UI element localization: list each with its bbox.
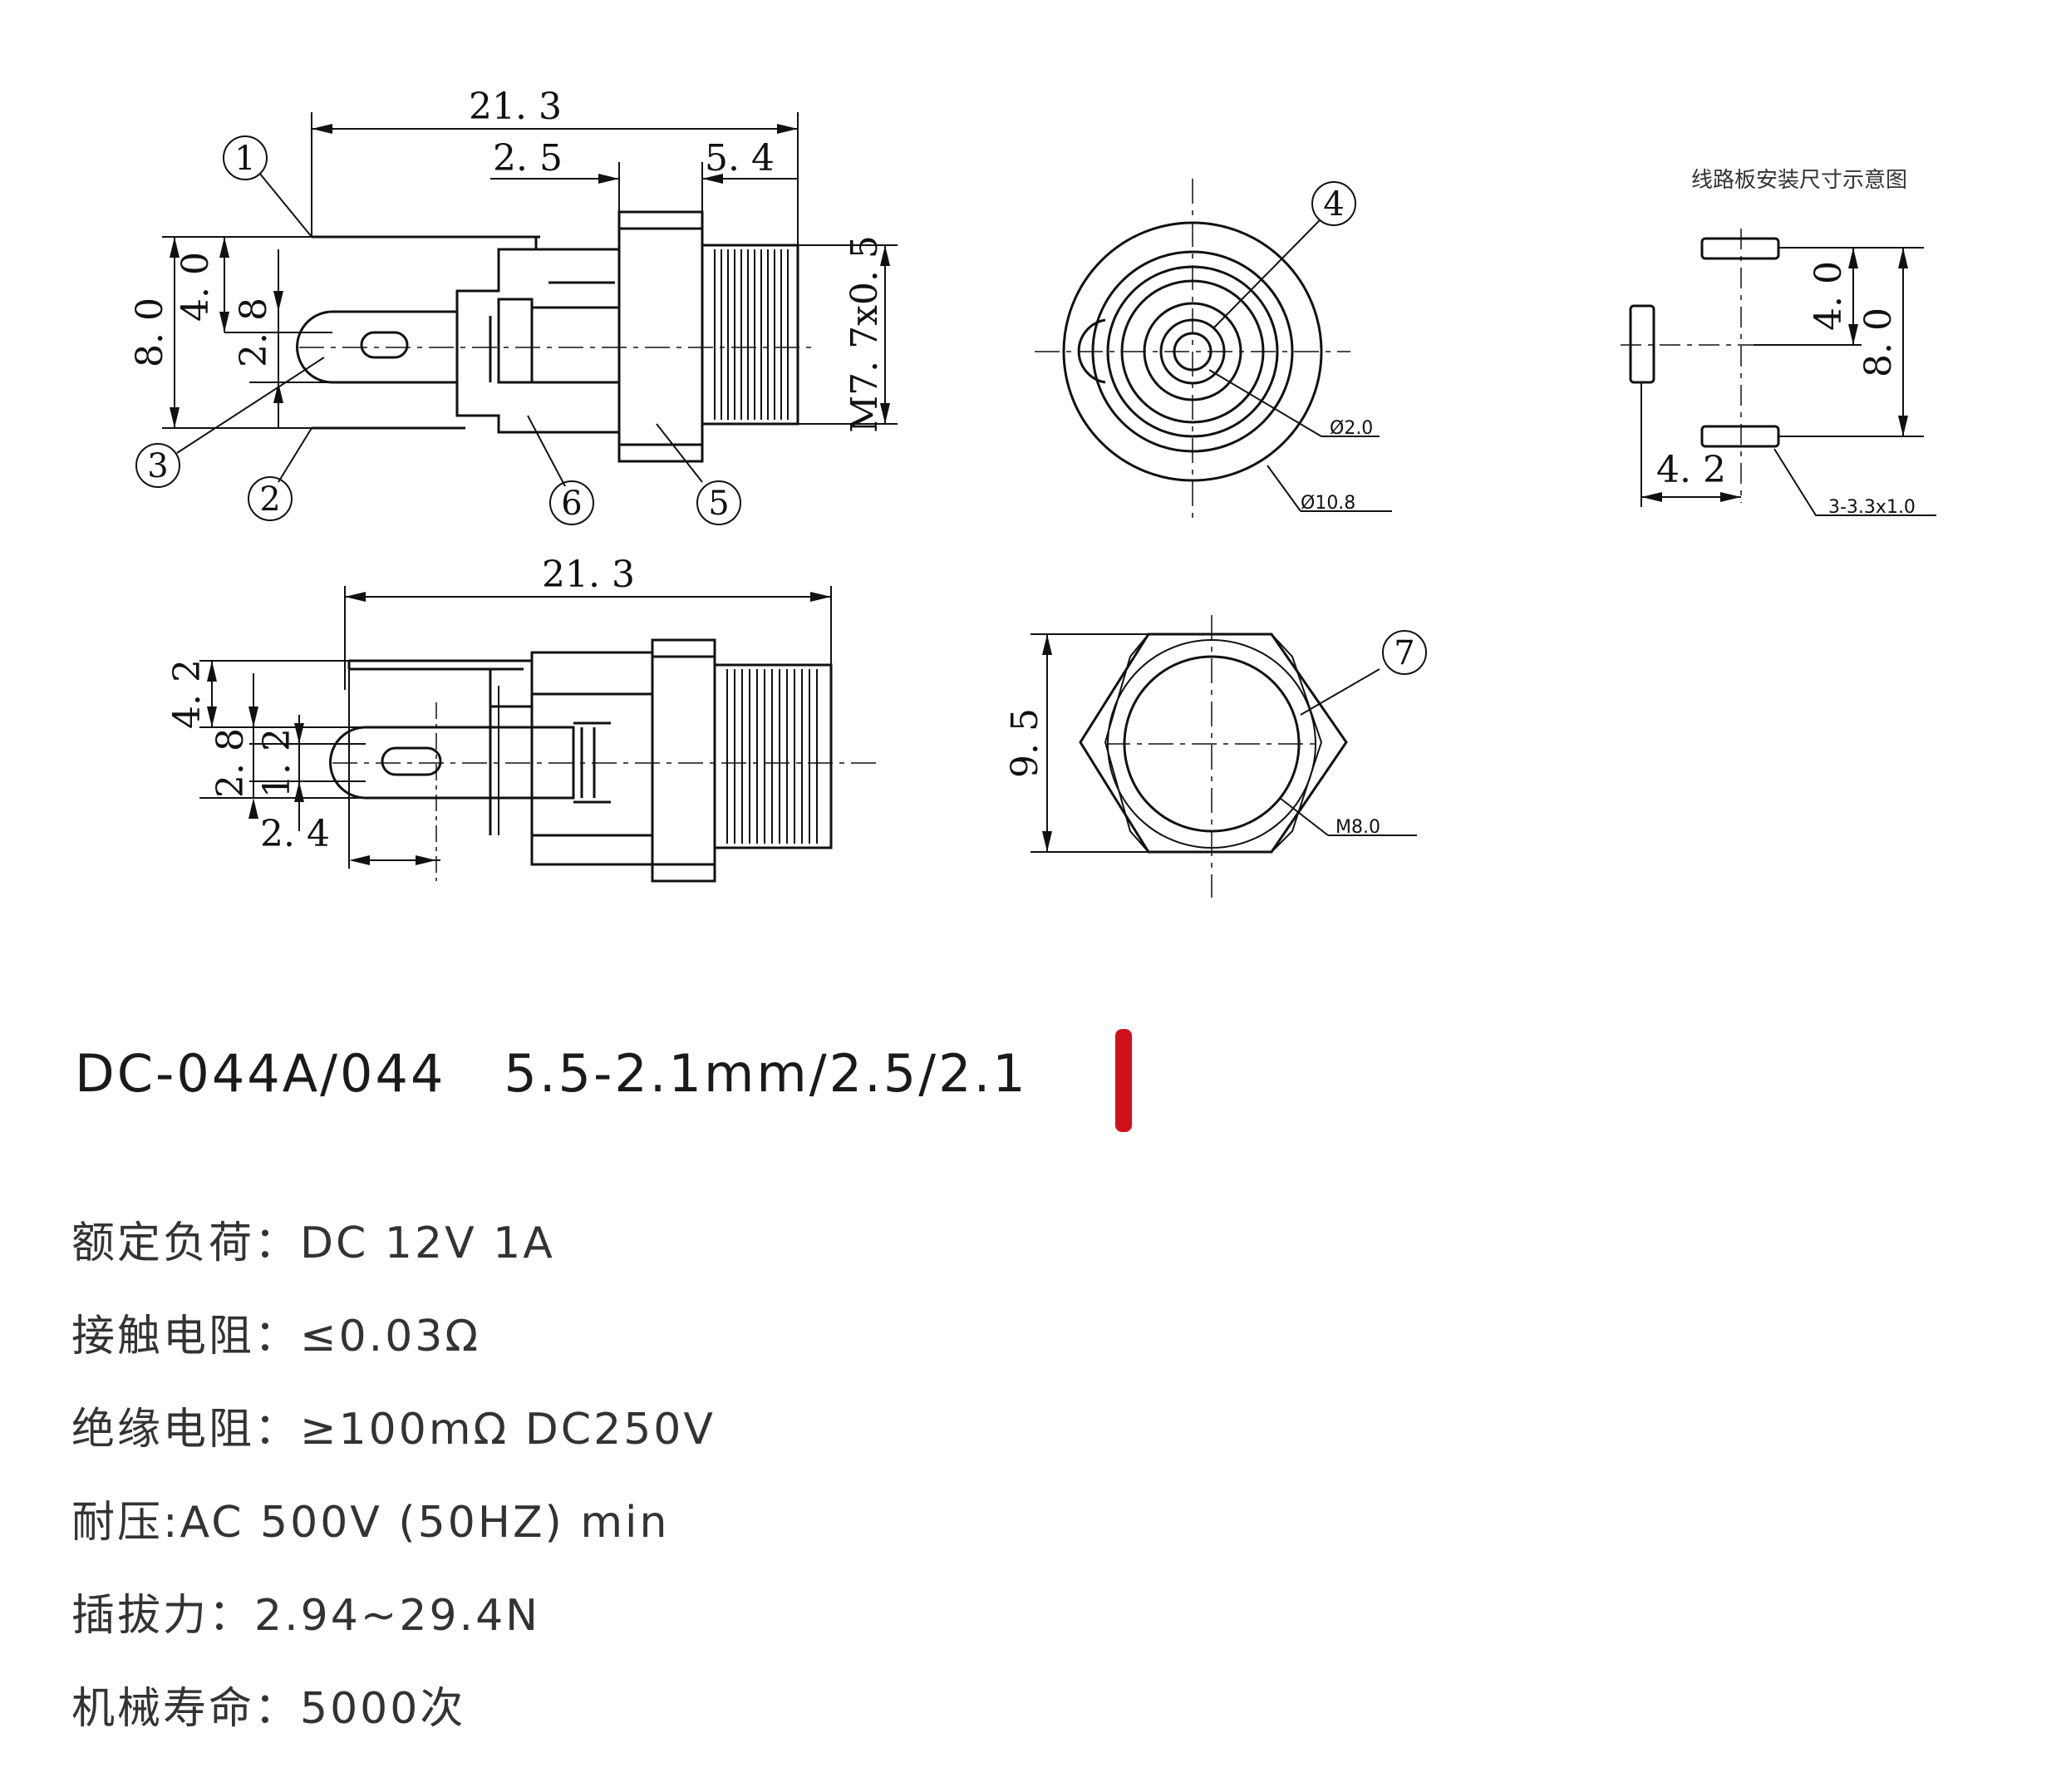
spec-label: 耐压:: [71, 1498, 180, 1548]
accent-bar: [1115, 1029, 1132, 1132]
spec-rated-load: 额定负荷：DC 12V 1A: [71, 1197, 716, 1290]
spec-withstand-voltage: 耐压:AC 500V (50HZ) min: [71, 1476, 716, 1569]
dim-thread: M7. 7x0. 5: [844, 235, 886, 433]
spec-value: ≤0.03Ω: [300, 1312, 481, 1361]
model-title: DC-044A/044 5.5-2.1mm/2.5/2.1: [75, 1043, 1028, 1104]
callout-4: 4: [1323, 185, 1344, 224]
side-view-bottom: [199, 586, 881, 883]
spec-value: 2.94~29.4N: [254, 1591, 541, 1641]
model-spec: 5.5-2.1mm/2.5/2.1: [504, 1043, 1028, 1104]
spec-value: ≥100mΩ DC250V: [300, 1405, 716, 1455]
callout-5: 5: [708, 485, 729, 523]
spec-insertion-force: 插拔力：2.94~29.4N: [71, 1569, 716, 1662]
dim-nut-width: 9. 5: [1004, 708, 1046, 778]
dim-thread-length: 5. 4: [705, 137, 775, 180]
spec-list: 额定负荷：DC 12V 1A 接触电阻：≤0.03Ω 绝缘电阻：≥100mΩ D…: [71, 1197, 716, 1755]
dim-flange: 2. 5: [493, 137, 563, 180]
callout-3: 3: [147, 447, 168, 485]
model-number: DC-044A/044: [75, 1043, 446, 1104]
pcb-offset: 4. 2: [1656, 449, 1726, 491]
nut-view: [1030, 615, 1427, 898]
dim-h1: 4. 2: [166, 659, 209, 729]
side-view-top: [135, 112, 898, 525]
dim-len: 2. 4: [260, 813, 330, 855]
pcb-layout: [1621, 229, 1936, 516]
spec-contact-resistance: 接触电阻：≤0.03Ω: [71, 1290, 716, 1383]
callout-2: 2: [259, 480, 280, 519]
dim-overall-length-top: 21. 3: [469, 86, 562, 128]
dim-overall-length-bottom: 21. 3: [542, 554, 635, 596]
pcb-pitch-large: 8. 0: [1857, 308, 1900, 377]
dim-pin-width: 2. 8: [233, 298, 275, 367]
callout-6: 6: [561, 485, 582, 523]
spec-label: 插拔力：: [71, 1591, 255, 1641]
dim-pin-diameter: Ø2.0: [1330, 418, 1373, 439]
spec-value: 5000次: [300, 1684, 466, 1734]
spec-value: DC 12V 1A: [300, 1218, 555, 1268]
pcb-pitch-small: 4. 0: [1808, 261, 1850, 331]
technical-drawing: 21. 3 2. 5 5. 4 4. 0 8. 0 2. 8 M7. 7x0. …: [129, 86, 1936, 898]
spec-insulation-resistance: 绝缘电阻：≥100mΩ DC250V: [71, 1383, 716, 1476]
dim-h2: 2. 8: [209, 728, 252, 798]
pcb-slot: 3-3.3x1.0: [1828, 497, 1916, 518]
callout-1: 1: [234, 140, 255, 178]
spec-label: 绝缘电阻：: [71, 1405, 301, 1455]
spec-label: 接触电阻：: [71, 1312, 301, 1361]
spec-value: AC 500V (50HZ) min: [180, 1498, 670, 1548]
dim-height: 8. 0: [129, 298, 171, 367]
spec-label: 机械寿命：: [71, 1684, 301, 1734]
dim-nut-thread: M8.0: [1335, 817, 1380, 838]
spec-label: 额定负荷：: [71, 1218, 301, 1268]
spec-mechanical-life: 机械寿命：5000次: [71, 1662, 716, 1755]
dim-h3: 1. 2: [256, 728, 298, 798]
pcb-layout-title: 线路板安装尺寸示意图: [1691, 168, 1907, 193]
dim-body-diameter: Ø10.8: [1301, 493, 1355, 514]
front-view: [1035, 179, 1392, 524]
dim-pin-pitch: 4. 0: [175, 252, 217, 322]
callout-7: 7: [1394, 634, 1414, 672]
